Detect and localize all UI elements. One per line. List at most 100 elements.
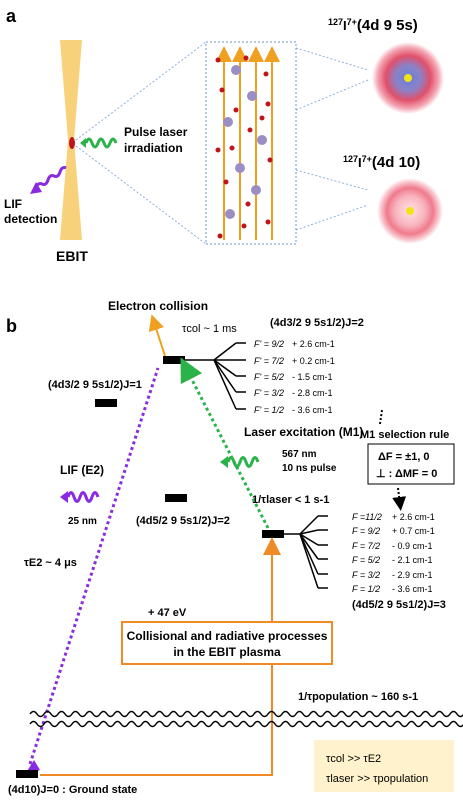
hfs-level-f: F =11/2 bbox=[352, 512, 382, 522]
laser-pulse: 10 ns pulse bbox=[282, 463, 337, 474]
plasma-process-box bbox=[121, 621, 333, 665]
lif-detection-icon bbox=[30, 166, 67, 194]
hfs-level-f: F = 7/2 bbox=[352, 541, 380, 551]
state-j1-label: (4d3/2 9 5s1/2)J=1 bbox=[48, 379, 142, 391]
ion-4d10-dot bbox=[247, 127, 253, 133]
relation-1: τcol >> τE2 bbox=[326, 753, 381, 765]
pulse-laser-icon bbox=[80, 137, 118, 149]
tau-laser-label: 1/τlaser < 1 s-1 bbox=[252, 494, 329, 506]
ion-4d9-dot bbox=[225, 209, 235, 219]
hfs-level-shift: - 3.6 cm-1 bbox=[392, 584, 433, 594]
hfs-level-shift: + 0.2 cm-1 bbox=[292, 356, 335, 366]
hfs-level-shift: - 3.6 cm-1 bbox=[292, 405, 333, 415]
hfs-level-shift: - 2.1 cm-1 bbox=[392, 555, 433, 565]
zoom-box bbox=[205, 41, 297, 245]
ion-4d10-dot bbox=[243, 55, 249, 61]
hfs-level-shift: - 2.8 cm-1 bbox=[292, 388, 333, 398]
level-j2-upper bbox=[163, 356, 185, 364]
hfs-level-shift: - 0.9 cm-1 bbox=[392, 541, 433, 551]
level-j2-lower bbox=[165, 494, 187, 502]
hfs-level-f: F = 9/2 bbox=[352, 526, 380, 536]
nucleus-upper bbox=[404, 74, 412, 82]
ground-state-label: (4d10)J=0 : Ground state bbox=[8, 784, 137, 796]
selection-rule-1: ΔF = ±1, 0 bbox=[378, 451, 430, 463]
ion-4d10-dot bbox=[215, 57, 221, 63]
ion-4d9-dot bbox=[231, 65, 241, 75]
hfs-level-f: F' = 9/2 bbox=[254, 339, 284, 349]
ion-4d10-dot bbox=[217, 233, 223, 239]
laser-excitation-label: Laser excitation (M1) bbox=[244, 425, 363, 439]
energy-47-label: + 47 eV bbox=[148, 607, 187, 619]
plasma-line-2: in the EBIT plasma bbox=[173, 645, 281, 659]
ion-4d10-dot bbox=[241, 223, 247, 229]
level-j1 bbox=[95, 399, 117, 407]
hfs-level-shift: + 2.6 cm-1 bbox=[292, 339, 335, 349]
state-j2-upper-label: (4d3/2 9 5s1/2)J=2 bbox=[270, 317, 364, 329]
ion-4d10-dot bbox=[229, 145, 235, 151]
ion-4d10-dot bbox=[259, 115, 265, 121]
state-j3-label: (4d5/2 9 5s1/2)J=3 bbox=[352, 599, 446, 611]
electron-beam-arrows bbox=[216, 46, 280, 240]
tau-col-label: τcol ~ 1 ms bbox=[182, 323, 237, 335]
ion-4d10-dot bbox=[265, 219, 271, 225]
laser-wavelength: 567 nm bbox=[282, 449, 317, 460]
lif-wave-icon bbox=[60, 491, 100, 503]
hfs-level-shift: - 2.9 cm-1 bbox=[392, 570, 433, 580]
relation-2: τlaser >> τpopulation bbox=[326, 773, 428, 785]
electron-collision-label: Electron collision bbox=[108, 299, 208, 313]
axis-break bbox=[29, 710, 463, 728]
ion-4d10-dot bbox=[245, 201, 251, 207]
hfs-upper-connectors bbox=[185, 342, 237, 410]
ion-4d9-dot bbox=[251, 185, 261, 195]
hfs-level-f: F' = 7/2 bbox=[254, 356, 284, 366]
pulse-laser-label-2: irradiation bbox=[124, 141, 183, 155]
tau-population-label: 1/τpopulation ~ 160 s-1 bbox=[298, 691, 418, 703]
ion-4d9-dot bbox=[223, 117, 233, 127]
laser-wave-icon bbox=[220, 456, 260, 468]
level-ground bbox=[16, 770, 38, 778]
selection-rule-box bbox=[367, 443, 455, 485]
ion-4d10-dot bbox=[233, 107, 239, 113]
nucleus-lower bbox=[406, 207, 414, 215]
ion-lower-label: 127I7+(4d 10) bbox=[343, 154, 420, 171]
ion-upper-label: 127I7+(4d 9 5s) bbox=[328, 17, 418, 34]
ion-4d9-dot bbox=[257, 135, 267, 145]
selection-rule-pointer-down bbox=[392, 487, 407, 511]
hfs-level-shift: - 1.5 cm-1 bbox=[292, 372, 333, 382]
hfs-upper-levels: F' = 9/2 + 2.6 cm-1 F' = 7/2 + 0.2 cm-1 F' =… bbox=[236, 339, 335, 415]
pulse-laser-label: Pulse laser bbox=[124, 125, 188, 139]
hfs-level-f: F = 5/2 bbox=[352, 555, 380, 565]
hfs-lower-connectors bbox=[284, 515, 319, 589]
tau-e2-label: τE2 ~ 4 μs bbox=[24, 557, 77, 569]
timescale-note bbox=[314, 740, 454, 792]
state-j2-lower-label: (4d5/2 9 5s1/2)J=2 bbox=[136, 515, 230, 527]
lif-wavelength: 25 nm bbox=[68, 516, 97, 527]
ion-4d10-dot bbox=[263, 71, 269, 77]
hfs-level-f: F = 1/2 bbox=[352, 584, 380, 594]
selection-rule-2: ⊥ : ΔMF = 0 bbox=[376, 468, 437, 480]
ion-4d9-dot bbox=[235, 163, 245, 173]
plasma-line-1: Collisional and radiative processes bbox=[127, 629, 328, 643]
zoom-lines bbox=[75, 41, 369, 245]
panel-a-label: a bbox=[6, 6, 17, 26]
hfs-lower-levels: F =11/2+ 2.6 cm-1F = 9/2+ 0.7 cm-1F = 7/… bbox=[318, 512, 435, 594]
electron-collision-arrow bbox=[148, 314, 166, 357]
selection-rule-pointer-up bbox=[379, 409, 383, 425]
hfs-level-f: F = 3/2 bbox=[352, 570, 380, 580]
ion-4d10-dot bbox=[223, 179, 229, 185]
hfs-level-f: F' = 3/2 bbox=[254, 388, 284, 398]
lif-e2-label: LIF (E2) bbox=[60, 463, 104, 477]
ion-4d9-dot bbox=[247, 91, 257, 101]
ion-4d10-dot bbox=[265, 101, 271, 107]
level-j3 bbox=[262, 530, 284, 538]
hfs-level-f: F' = 5/2 bbox=[254, 372, 284, 382]
panel-b-label: b bbox=[6, 316, 17, 336]
ion-4d10-dot bbox=[215, 147, 221, 153]
hfs-level-shift: + 0.7 cm-1 bbox=[392, 526, 435, 536]
trapped-ions bbox=[215, 55, 273, 239]
lif-detection-label: LIF bbox=[4, 197, 22, 211]
lif-detection-label-2: detection bbox=[4, 212, 57, 226]
ion-4d10-dot bbox=[267, 157, 273, 163]
ion-4d10-dot bbox=[219, 87, 225, 93]
